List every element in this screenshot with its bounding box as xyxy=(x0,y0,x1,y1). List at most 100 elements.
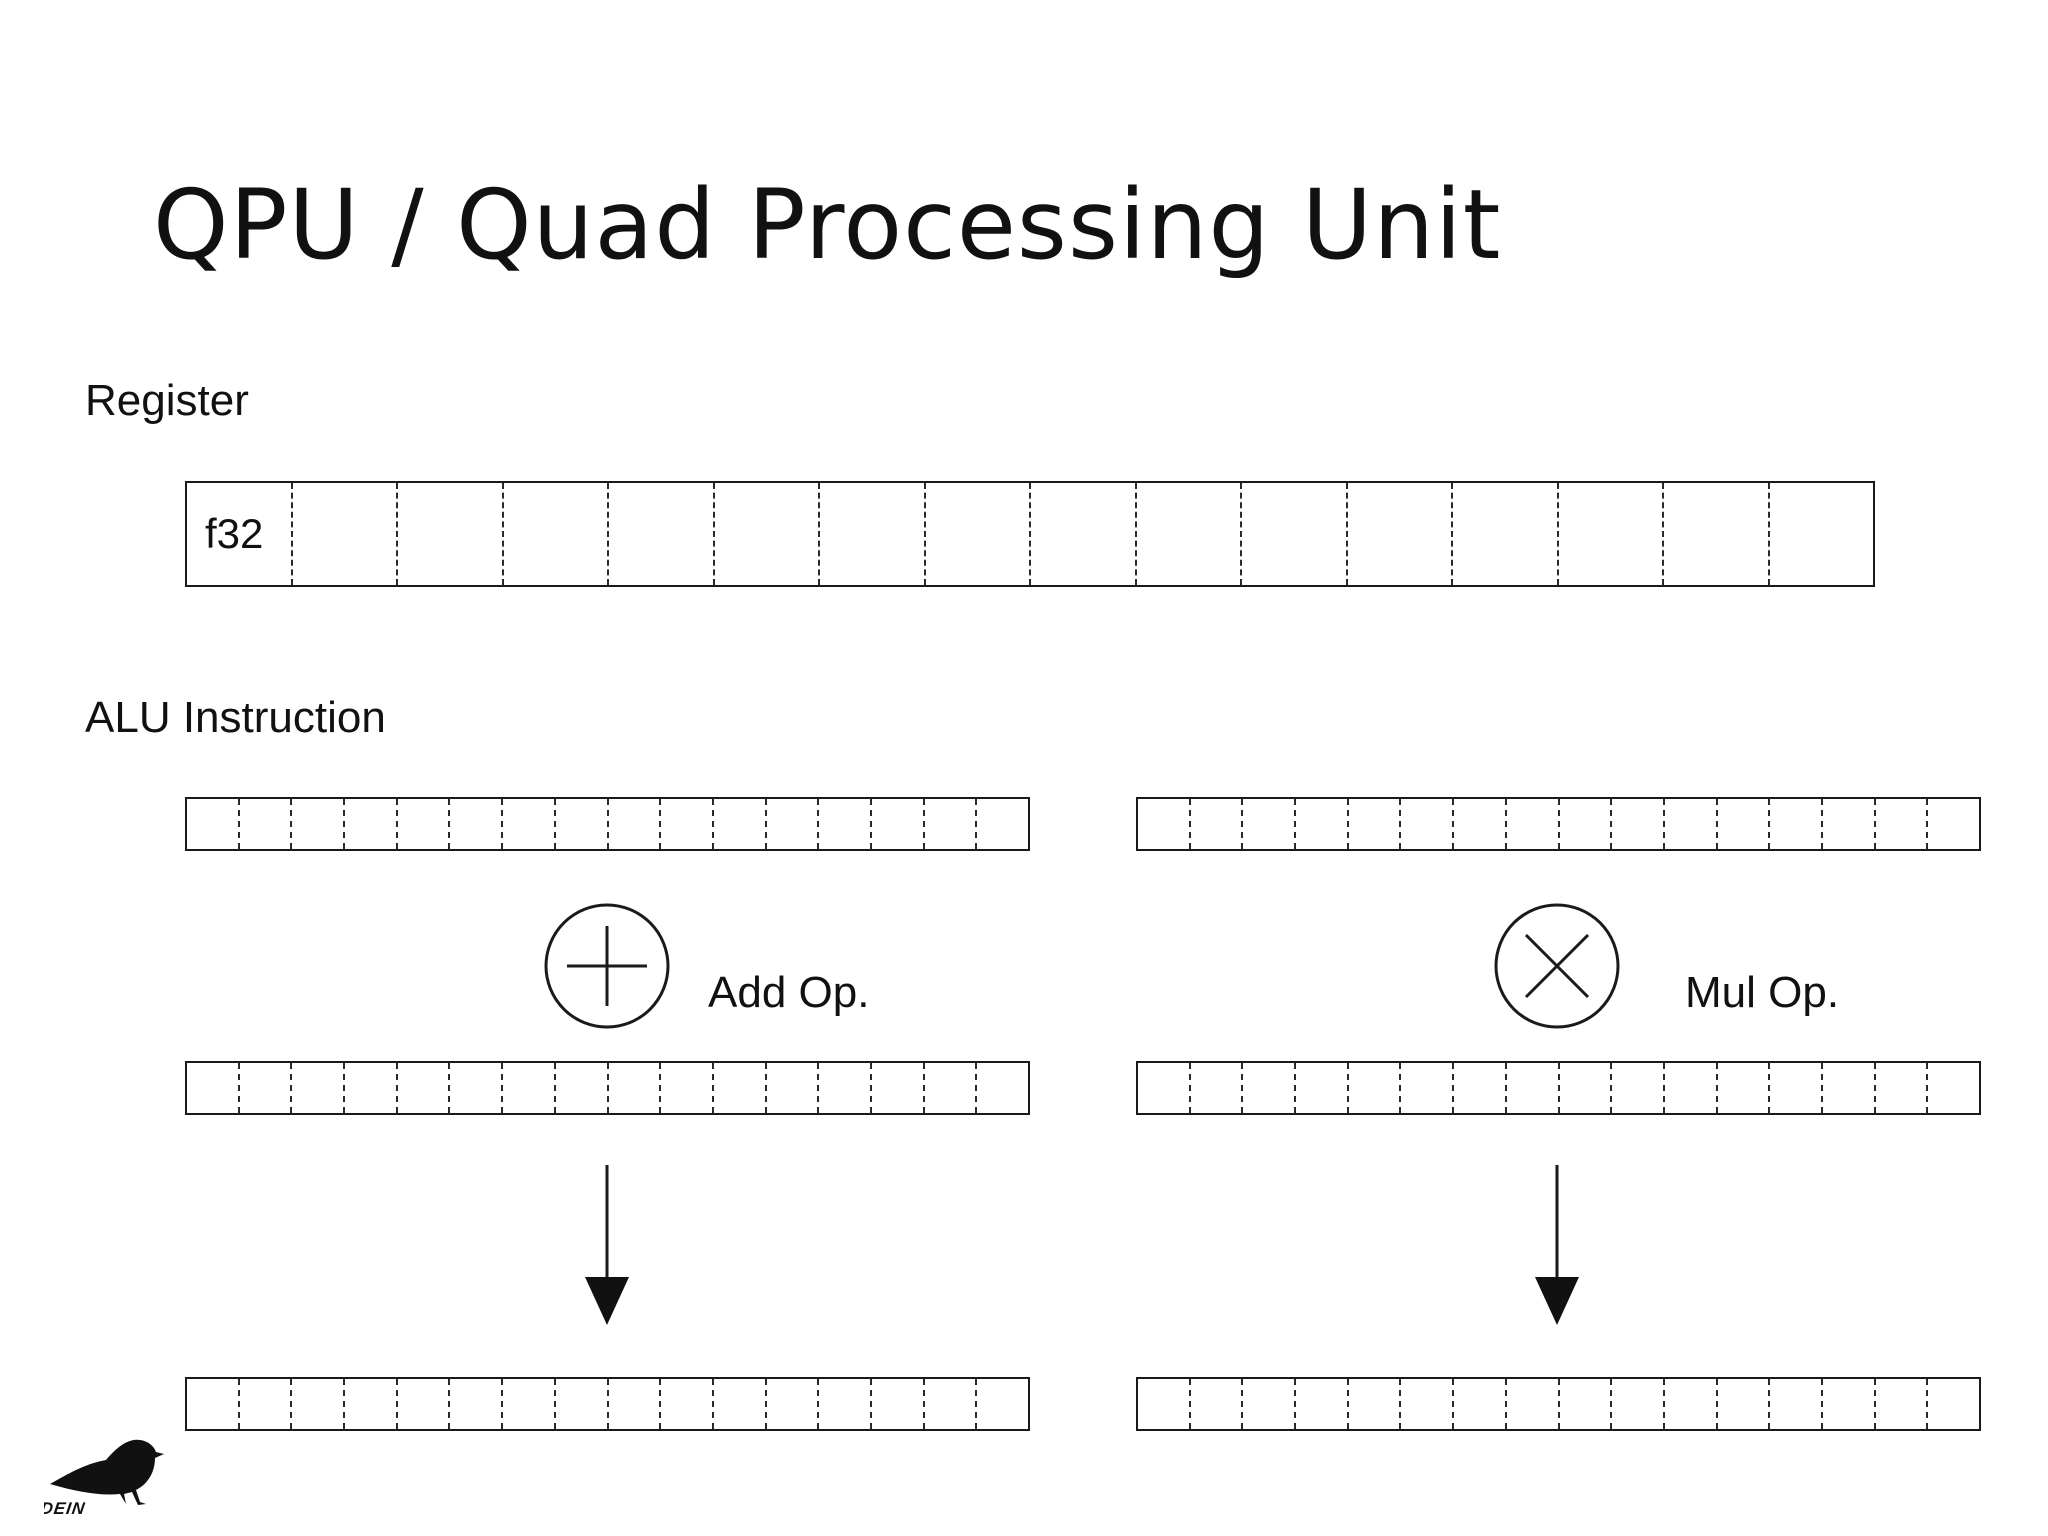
vector-lane xyxy=(1873,1063,1927,1113)
vector-lane xyxy=(817,1379,870,1429)
vector-lane xyxy=(1188,799,1242,849)
vector-lane xyxy=(975,1063,1028,1113)
vector-lane xyxy=(1294,799,1347,849)
vector-lane xyxy=(1241,1379,1294,1429)
circled-times-icon xyxy=(1494,903,1620,1029)
vector-lane xyxy=(659,799,712,849)
raven-logo: IDEIN xyxy=(44,1439,164,1516)
vector-lane xyxy=(659,1379,712,1429)
vector-lane xyxy=(922,799,976,849)
vector-lane xyxy=(290,799,343,849)
vector-lane xyxy=(1294,1379,1347,1429)
vector-lane xyxy=(1346,1063,1400,1113)
vector-lane xyxy=(606,799,660,849)
vector-lane xyxy=(290,483,397,585)
alu-section-label: ALU Instruction xyxy=(85,693,386,742)
vector-lane xyxy=(975,1379,1028,1429)
vector-lane xyxy=(501,483,608,585)
slide-title: QPU / Quad Processing Unit xyxy=(153,169,1502,281)
vector-lane xyxy=(290,1379,343,1429)
circled-plus-icon xyxy=(544,903,670,1029)
vector-lane xyxy=(1451,483,1557,585)
register-lane: f32 xyxy=(187,483,291,585)
mul-op-label: Mul Op. xyxy=(1685,968,1840,1017)
vector-lane xyxy=(711,1379,765,1429)
vector-lane xyxy=(501,1379,554,1429)
vector-lane xyxy=(711,799,765,849)
vector-lane xyxy=(553,1379,607,1429)
vector-lane xyxy=(553,1063,607,1113)
mul-result-vector xyxy=(1136,1377,1981,1431)
register-section-label: Register xyxy=(85,376,249,425)
vector-lane xyxy=(1134,483,1241,585)
vector-lane xyxy=(711,1063,765,1113)
vector-lane xyxy=(1820,1379,1874,1429)
vector-lane xyxy=(237,799,291,849)
vector-lane xyxy=(1662,1063,1716,1113)
vector-lane xyxy=(187,799,238,849)
vector-lane xyxy=(187,1063,238,1113)
vector-lane xyxy=(1610,1063,1663,1113)
vector-lane xyxy=(448,799,501,849)
vector-lane xyxy=(1188,1063,1242,1113)
vector-lane xyxy=(1452,1379,1505,1429)
vector-lane xyxy=(817,1063,870,1113)
vector-lane xyxy=(606,1379,660,1429)
vector-lane xyxy=(1610,1379,1663,1429)
vector-lane xyxy=(764,1063,818,1113)
vector-lane xyxy=(448,1063,501,1113)
vector-lane xyxy=(1138,1379,1189,1429)
vector-lane xyxy=(1715,1379,1769,1429)
mul-source-vector xyxy=(1136,797,1981,851)
vector-lane xyxy=(869,1379,923,1429)
vector-lane xyxy=(1557,799,1611,849)
vector-lane xyxy=(1241,799,1294,849)
vector-lane xyxy=(1188,1379,1242,1429)
vector-lane xyxy=(1715,799,1769,849)
svg-text:IDEIN: IDEIN xyxy=(44,1499,87,1516)
vector-lane xyxy=(290,1063,343,1113)
vector-lane xyxy=(1820,1063,1874,1113)
vector-lane xyxy=(1346,1379,1400,1429)
down-arrow-icon xyxy=(585,1165,629,1325)
vector-lane xyxy=(1345,483,1452,585)
vector-lane xyxy=(1873,799,1927,849)
vector-lane xyxy=(1556,483,1663,585)
vector-lane xyxy=(659,1063,712,1113)
vector-lane xyxy=(1504,1379,1558,1429)
vector-lane xyxy=(1768,1063,1821,1113)
vector-lane xyxy=(1240,483,1346,585)
vector-lane xyxy=(1399,799,1452,849)
vector-lane xyxy=(395,1063,449,1113)
register-vector: f32 xyxy=(185,481,1875,587)
vector-lane xyxy=(1926,799,1979,849)
vector-lane xyxy=(922,1063,976,1113)
add-operand-vector xyxy=(185,1061,1030,1115)
vector-lane xyxy=(764,799,818,849)
vector-lane xyxy=(1662,1379,1716,1429)
vector-lane xyxy=(1241,1063,1294,1113)
vector-lane xyxy=(396,483,502,585)
vector-lane xyxy=(1346,799,1400,849)
vector-lane xyxy=(448,1379,501,1429)
vector-lane xyxy=(818,483,924,585)
vector-lane xyxy=(1662,799,1716,849)
vector-lane xyxy=(1452,1063,1505,1113)
add-source-vector xyxy=(185,797,1030,851)
vector-lane xyxy=(1610,799,1663,849)
vector-lane xyxy=(1926,1063,1979,1113)
vector-lane xyxy=(1820,799,1874,849)
vector-lane xyxy=(1452,799,1505,849)
vector-lane xyxy=(395,1379,449,1429)
vector-lane xyxy=(1504,799,1558,849)
vector-lane xyxy=(1715,1063,1769,1113)
add-result-vector xyxy=(185,1377,1030,1431)
vector-lane xyxy=(1768,1379,1821,1429)
lane-type-label: f32 xyxy=(205,510,264,557)
vector-lane xyxy=(922,1379,976,1429)
vector-lane xyxy=(607,483,713,585)
vector-lane xyxy=(1504,1063,1558,1113)
vector-lane xyxy=(553,799,607,849)
mul-operand-vector xyxy=(1136,1061,1981,1115)
vector-lane xyxy=(343,1063,396,1113)
